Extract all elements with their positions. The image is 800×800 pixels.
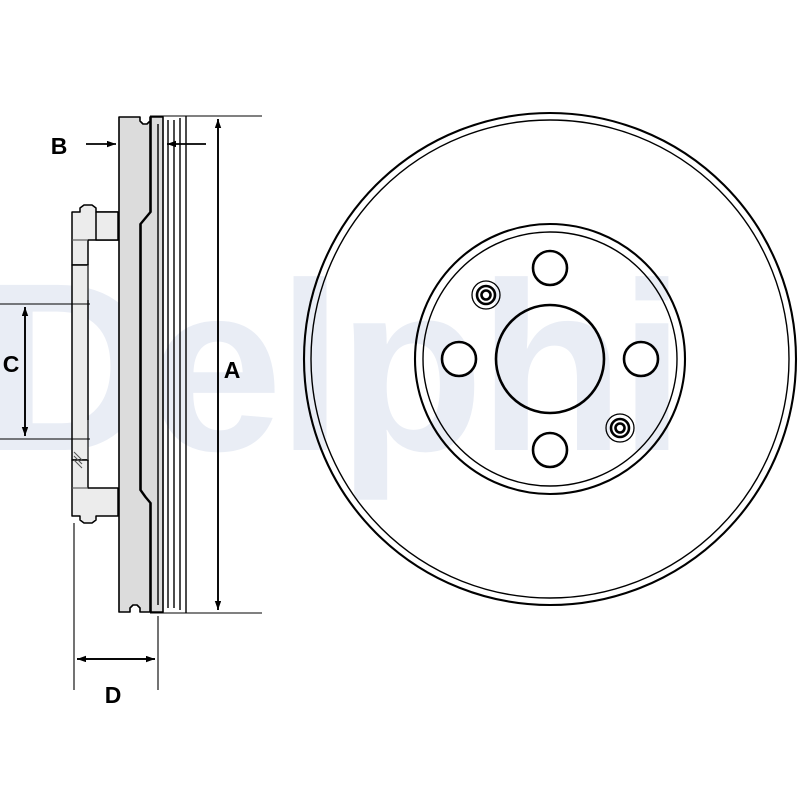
dimension-a: A [150, 115, 262, 614]
center-bore [494, 303, 606, 415]
dimension-d: D [73, 523, 159, 708]
dimension-c-label: C [3, 351, 20, 377]
lug-hole-top [531, 249, 569, 287]
cross-section-group [71, 116, 187, 613]
dimension-a-label: A [224, 357, 241, 383]
hub-flange-outer-circle [413, 222, 687, 496]
brand-watermark: Delphi [0, 233, 685, 501]
thread-hole-lower-right [605, 413, 635, 443]
thread-hole-upper-left [471, 280, 501, 310]
lug-hole-left [440, 340, 478, 378]
dimension-c: C [0, 303, 90, 440]
disc-face-view [302, 111, 798, 607]
friction-ring-outboard [118, 116, 151, 613]
watermark-text: Delphi [0, 233, 679, 501]
hub-flange-lower [71, 459, 119, 524]
hub-flange-inner-circle [422, 231, 678, 487]
dimension-d-label: D [105, 682, 122, 708]
hub-cylinder-wall [71, 264, 89, 461]
dimension-b: B [51, 115, 262, 159]
hub-web-upper [95, 211, 119, 241]
thread-detail-marks [73, 451, 83, 469]
lug-hole-bottom [531, 431, 569, 469]
lug-hole-right [622, 340, 660, 378]
dimension-b-label: B [51, 133, 68, 159]
disc-inner-edge [310, 119, 790, 599]
disc-outer-edge [302, 111, 798, 607]
